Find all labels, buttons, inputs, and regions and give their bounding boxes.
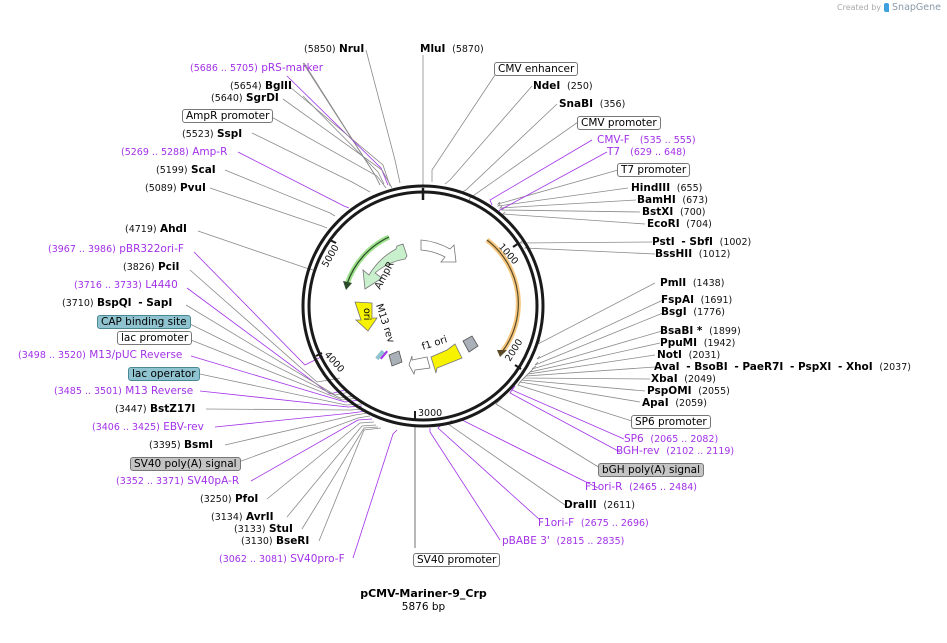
snapgene-logo: Created by SnapGene <box>837 2 941 13</box>
site-bstxi[interactable]: BstXI (700) <box>642 206 706 218</box>
site-psti-sbfi[interactable]: PstI - SbfI (1002) <box>652 236 752 248</box>
primer-pbabe-3[interactable]: pBABE 3' (2815 .. 2835) <box>502 535 625 547</box>
feature-sv40-promoter[interactable]: SV40 promoter <box>413 553 501 567</box>
site-pcii[interactable]: (3826) PciI <box>123 261 180 273</box>
feature-lac-operator[interactable]: lac operator <box>128 367 200 381</box>
primer-pbr322ori-f[interactable]: (3967 .. 3986) pBR322ori-F <box>48 243 184 255</box>
site-bsabi[interactable]: BsaBI * (1899) <box>660 325 741 337</box>
primer-l4440[interactable]: (3716 .. 3733) L4440 <box>74 279 178 291</box>
site-scai[interactable]: (5199) ScaI <box>156 164 216 176</box>
snapgene-mark-icon <box>884 3 890 12</box>
site-avai-group[interactable]: AvaI - BsoBI - PaeR7I - PspXI - XhoI (20… <box>654 361 911 373</box>
site-snabi[interactable]: SnaBI (356) <box>559 98 626 110</box>
site-bsshii[interactable]: BssHII (1012) <box>655 248 731 260</box>
feature-ampr-promoter[interactable]: AmpR promoter <box>182 109 274 123</box>
primer-prs-marker[interactable]: (5686 .. 5705) pRS-marker <box>190 62 324 74</box>
site-avrii[interactable]: (3134) AvrII <box>211 511 274 523</box>
site-bamhi[interactable]: BamHI (673) <box>637 194 708 206</box>
site-stui[interactable]: (3133) StuI <box>234 523 293 535</box>
primer-amp-r[interactable]: (5269 .. 5288) Amp-R <box>121 146 228 158</box>
logo-prefix: Created by <box>837 3 882 12</box>
plasmid-name: pCMV-Mariner-9_Crp <box>360 587 487 600</box>
site-bseri[interactable]: (3130) BseRI <box>241 535 310 547</box>
feature-t7-promoter[interactable]: T7 promoter <box>617 163 691 177</box>
plasmid-length: 5876 bp <box>401 601 446 613</box>
site-ahdi[interactable]: (4719) AhdI <box>125 223 187 235</box>
svg-text:ori: ori <box>361 308 372 320</box>
site-ppumi[interactable]: PpuMI (1942) <box>660 337 736 349</box>
feature-cap-binding-site[interactable]: CAP binding site <box>97 315 191 329</box>
site-nrui[interactable]: (5850) NruI <box>304 43 365 55</box>
site-mlui[interactable]: MluI (5870) <box>420 43 484 55</box>
logo-brand: SnapGene <box>892 2 941 13</box>
primer-cmv-f[interactable]: CMV-F (535 .. 555) <box>597 134 696 146</box>
primer-m13-reverse[interactable]: (3485 .. 3501) M13 Reverse <box>54 385 194 397</box>
primer-sv40pro-f[interactable]: (3062 .. 3081) SV40pro-F <box>219 553 345 565</box>
site-pfoi[interactable]: (3250) PfoI <box>200 493 259 505</box>
site-bspqi-sapi[interactable]: (3710) BspQI - SapI <box>62 297 173 309</box>
primer-bgh-rev[interactable]: BGH-rev (2102 .. 2119) <box>616 445 735 457</box>
site-draiii[interactable]: DraIII (2611) <box>564 499 635 511</box>
feature-sv40-polya-signal[interactable]: SV40 poly(A) signal <box>130 457 241 471</box>
site-noti[interactable]: NotI (2031) <box>657 349 721 361</box>
svg-text:3000: 3000 <box>418 408 442 419</box>
site-xbai[interactable]: XbaI (2049) <box>651 373 716 385</box>
site-hindiii[interactable]: HindIII (655) <box>631 182 703 194</box>
site-fspai[interactable]: FspAI (1691) <box>661 294 733 306</box>
site-bsgi[interactable]: BsgI (1776) <box>661 306 725 318</box>
feature-sp6-promoter[interactable]: SP6 promoter <box>631 415 711 429</box>
primer-sv40pa-r[interactable]: (3352 .. 3371) SV40pA-R <box>116 475 240 487</box>
svg-text:M13 rev: M13 rev <box>373 303 396 345</box>
primer-sp6[interactable]: SP6 (2065 .. 2082) <box>624 433 719 445</box>
primer-f1ori-r[interactable]: F1ori-R (2465 .. 2484) <box>585 481 698 493</box>
site-ndei[interactable]: NdeI (250) <box>533 80 593 92</box>
site-apai[interactable]: ApaI (2059) <box>642 397 707 409</box>
feature-lac-promoter[interactable]: lac promoter <box>117 331 193 345</box>
site-pvui[interactable]: (5089) PvuI <box>145 182 206 194</box>
site-bstz17i[interactable]: (3447) BstZ17I <box>115 403 196 415</box>
primer-ebv-rev[interactable]: (3406 .. 3425) EBV-rev <box>92 421 204 433</box>
primer-t7[interactable]: T7 (629 .. 648) <box>607 146 686 158</box>
feature-cmv-promoter[interactable]: CMV promoter <box>577 116 661 130</box>
site-bglii[interactable]: (5654) BglII <box>230 80 292 92</box>
site-pmli[interactable]: PmlI (1438) <box>660 277 725 289</box>
site-ecori[interactable]: EcoRI (704) <box>647 218 712 230</box>
svg-text:5000: 5000 <box>320 243 342 269</box>
primer-f1ori-f[interactable]: F1ori-F (2675 .. 2696) <box>538 517 649 529</box>
site-bsmi[interactable]: (3395) BsmI <box>149 439 214 451</box>
feature-bgh-polya-signal[interactable]: bGH poly(A) signal <box>598 463 705 477</box>
feature-cmv-enhancer[interactable]: CMV enhancer <box>494 62 579 76</box>
site-sgrdi[interactable]: (5640) SgrDI <box>211 92 279 104</box>
svg-text:f1 ori: f1 ori <box>421 334 449 353</box>
site-sspi[interactable]: (5523) SspI <box>182 128 243 140</box>
site-pspomi[interactable]: PspOMI (2055) <box>647 385 730 397</box>
primer-m13-puc-reverse[interactable]: (3498 .. 3520) M13/pUC Reverse <box>18 349 183 361</box>
